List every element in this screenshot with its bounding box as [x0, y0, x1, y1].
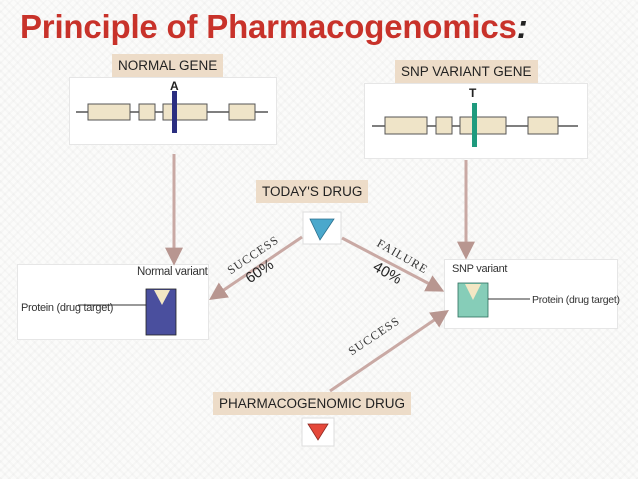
slide-title-text: Principle of Pharmacogenomics — [20, 8, 517, 45]
normal-gene-structure — [76, 91, 268, 133]
pharmacogenomic-drug-label: PHARMACOGENOMIC DRUG — [213, 392, 412, 415]
arrow-pg-drug-success — [329, 309, 449, 393]
snp-gene-label: SNP VARIANT GENE — [395, 60, 538, 83]
todays-drug-label: TODAY'S DRUG — [256, 180, 369, 203]
snp-gene-structure — [372, 103, 578, 147]
normal-protein-shape — [78, 288, 177, 336]
pg-drug-icon — [301, 417, 335, 447]
normal-gene-letter: A — [170, 79, 179, 93]
normal-snp-marker — [172, 91, 177, 133]
normal-variant-label: Normal variant — [137, 266, 208, 278]
normal-gene-label: NORMAL GENE — [112, 54, 224, 77]
arrows — [165, 154, 475, 393]
snp-protein-shape — [457, 282, 530, 318]
snp-gene-letter: T — [469, 86, 477, 100]
arrow-todays-drug-success — [209, 235, 303, 301]
slide-title: Principle of Pharmacogenomics: — [20, 8, 528, 46]
snp-variant-label: SNP variant — [452, 263, 508, 275]
arrow-todays-drug-failure — [341, 236, 445, 292]
todays-drug-icon — [302, 211, 342, 245]
snp-protein-label: Protein (drug target) — [532, 294, 620, 306]
snp-marker — [472, 103, 477, 147]
slide-title-colon: : — [516, 8, 528, 45]
